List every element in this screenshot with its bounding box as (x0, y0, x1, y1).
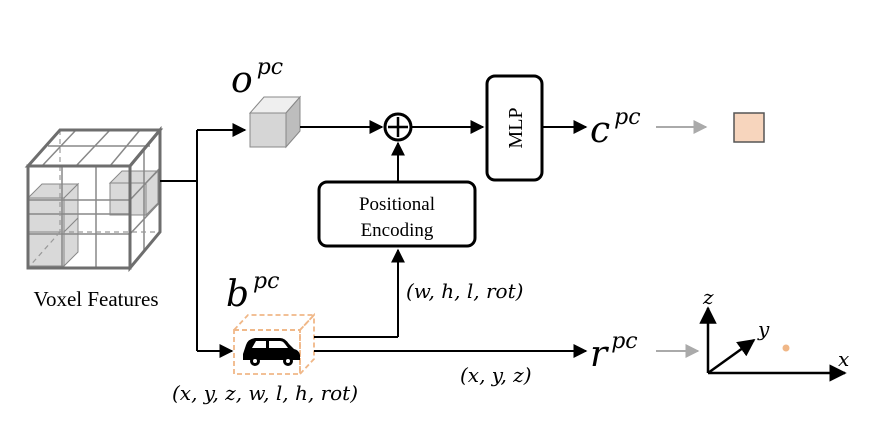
axis-x-label: x (838, 347, 849, 371)
mlp-block: MLP (485, 74, 544, 182)
voxel-features-label: Voxel Features (33, 287, 158, 311)
axes-icon (699, 306, 847, 382)
axis-z-label: z (702, 285, 714, 309)
point-marker (782, 344, 790, 352)
occupancy-cube-icon (248, 95, 302, 149)
encoding-label: Encoding (361, 220, 434, 241)
arrow-box-to-pe (314, 248, 405, 338)
car-icon (243, 338, 300, 366)
positional-encoding-block: Positional Encoding (317, 180, 477, 248)
output-color-square (733, 112, 765, 143)
positional-label: Positional (359, 194, 435, 215)
add-circle-icon (383, 112, 413, 142)
axis-y-label: y (757, 317, 770, 341)
whlrot-label: (w, h, l, rot) (406, 279, 523, 303)
box-params-label: (x, y, z, w, l, h, rot) (172, 381, 358, 405)
mlp-label: MLP (505, 107, 527, 148)
voxel-cube-icon (24, 125, 164, 273)
xyz-label: (x, y, z) (460, 363, 532, 387)
branch-connector (160, 123, 247, 358)
